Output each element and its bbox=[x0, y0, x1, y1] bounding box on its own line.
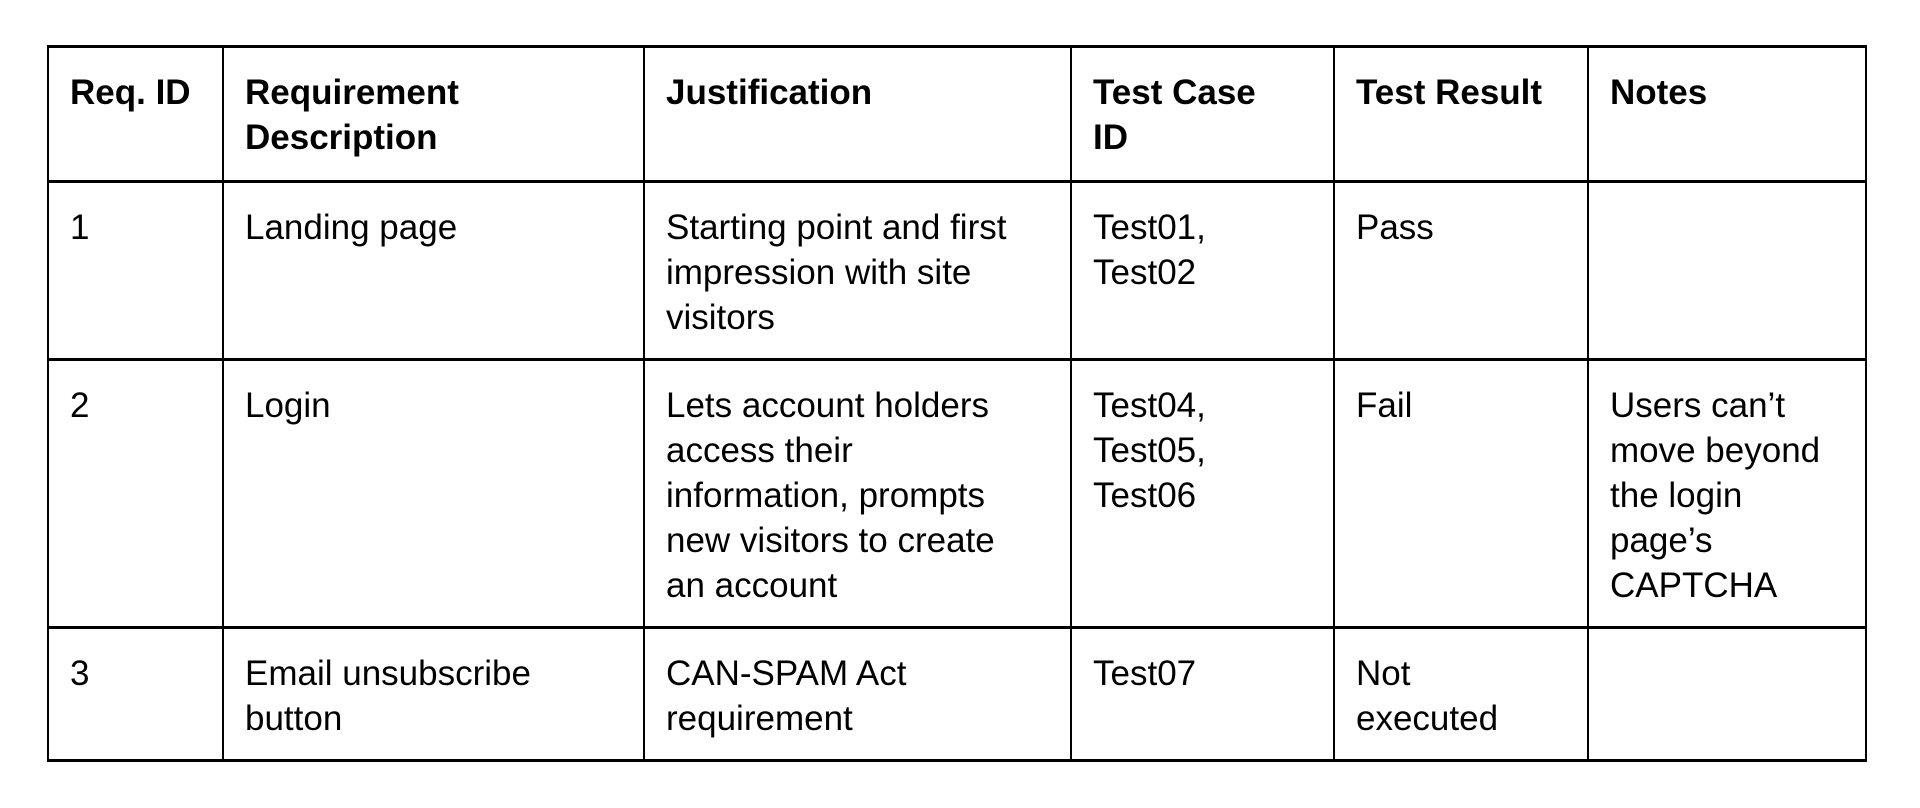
column-header-req-id: Req. ID bbox=[47, 45, 224, 183]
cell-notes bbox=[1587, 626, 1867, 762]
cell-req-id: 3 bbox=[47, 626, 224, 762]
cell-justification: Starting point and first impression with… bbox=[643, 180, 1072, 361]
cell-description: Login bbox=[222, 358, 645, 629]
column-header-notes: Notes bbox=[1587, 45, 1867, 183]
cell-req-id: 2 bbox=[47, 358, 224, 629]
cell-notes: Users can’t move beyond the login page’s… bbox=[1587, 358, 1867, 629]
header-row: Req. ID Requirement Description Justific… bbox=[47, 45, 1867, 183]
cell-justification: Lets account holders access their inform… bbox=[643, 358, 1072, 629]
cell-description: Email unsubscribe button bbox=[222, 626, 645, 762]
cell-req-id: 1 bbox=[47, 180, 224, 361]
cell-test-result: Not executed bbox=[1333, 626, 1589, 762]
column-header-test-result: Test Result bbox=[1333, 45, 1589, 183]
cell-test-result: Pass bbox=[1333, 180, 1589, 361]
requirements-table: Req. ID Requirement Description Justific… bbox=[47, 45, 1867, 762]
cell-description: Landing page bbox=[222, 180, 645, 361]
column-header-description: Requirement Description bbox=[222, 45, 645, 183]
column-header-test-case-id: Test Case ID bbox=[1070, 45, 1335, 183]
cell-test-case-id: Test04, Test05, Test06 bbox=[1070, 358, 1335, 629]
cell-notes bbox=[1587, 180, 1867, 361]
cell-justification: CAN-SPAM Act requirement bbox=[643, 626, 1072, 762]
cell-test-case-id: Test01, Test02 bbox=[1070, 180, 1335, 361]
table-row: 1 Landing page Starting point and first … bbox=[47, 180, 1867, 361]
cell-test-case-id: Test07 bbox=[1070, 626, 1335, 762]
table-row: 3 Email unsubscribe button CAN-SPAM Act … bbox=[47, 626, 1867, 762]
column-header-justification: Justification bbox=[643, 45, 1072, 183]
cell-test-result: Fail bbox=[1333, 358, 1589, 629]
table-row: 2 Login Lets account holders access thei… bbox=[47, 358, 1867, 629]
